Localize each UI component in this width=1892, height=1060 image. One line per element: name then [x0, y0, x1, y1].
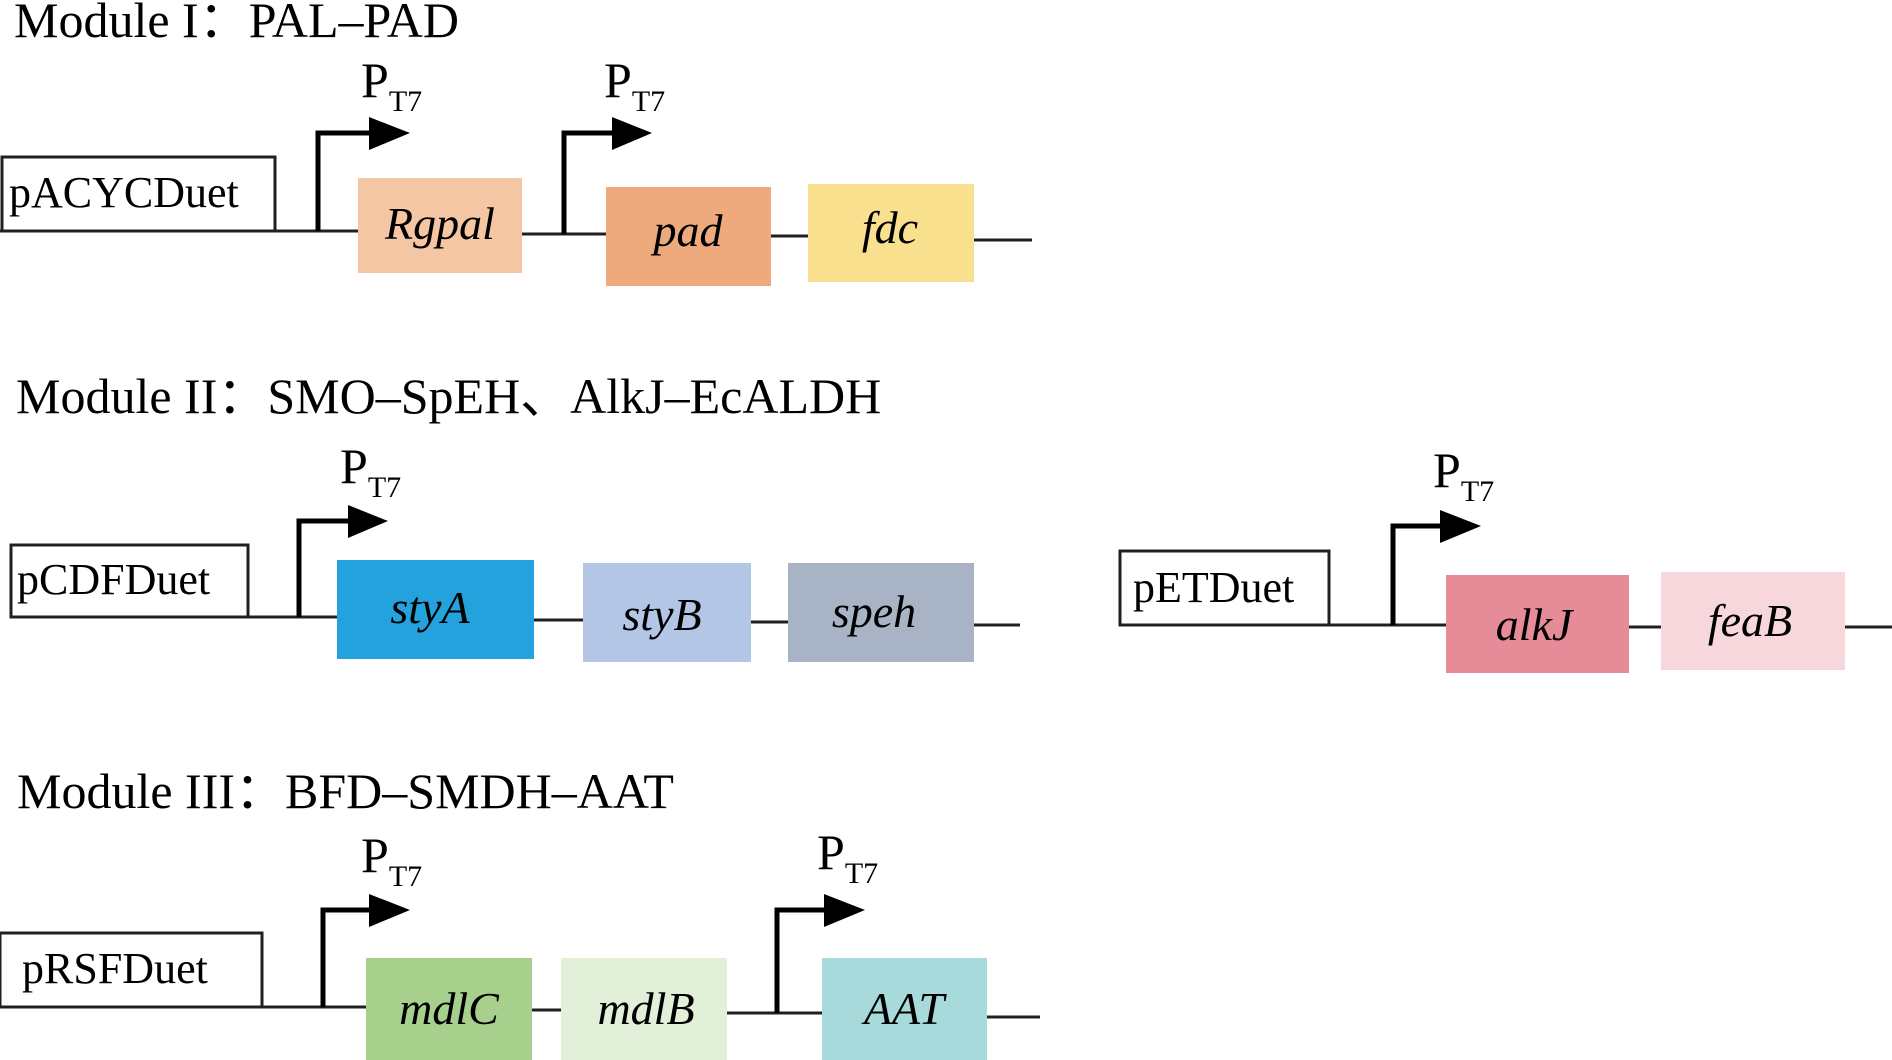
plasmid-box	[0, 931, 264, 1009]
gene-box	[808, 184, 974, 282]
promoter-arrow-head	[369, 894, 410, 927]
gene-alkj: alkJ	[1446, 575, 1629, 673]
gene-box	[606, 187, 771, 286]
promoter-label: PT7	[1433, 442, 1494, 508]
gene-label: speh	[832, 586, 916, 637]
promoter-label: PT7	[817, 824, 878, 890]
module-1-title: Module I：PAL–PAD	[14, 0, 459, 48]
gene-box	[788, 563, 974, 662]
gene-box	[561, 958, 727, 1060]
gene-mdlc: mdlC	[366, 958, 532, 1060]
plasmid-box	[9, 543, 250, 619]
plasmid-box	[1118, 549, 1331, 627]
promoter-arrow-line	[774, 907, 827, 1013]
gene-label: alkJ	[1496, 599, 1575, 650]
gene-rgpal: Rgpal	[358, 178, 522, 273]
promoter-label: PT7	[361, 52, 422, 118]
promoter-arrow-head	[612, 117, 652, 150]
gene-pad: pad	[606, 187, 771, 286]
gene-label: styB	[622, 589, 701, 640]
gene-box	[1446, 575, 1629, 673]
plasmid-label: pETDuet	[1133, 563, 1294, 612]
gene-mdlb: mdlB	[561, 958, 727, 1060]
gene-box	[822, 958, 987, 1060]
gene-fdc: fdc	[808, 184, 974, 282]
plasmid-label: pCDFDuet	[17, 555, 210, 604]
promoter-arrow-line	[315, 130, 372, 231]
promoter-arrow-line	[561, 130, 615, 234]
gene-label: mdlC	[399, 983, 500, 1034]
gene-box	[337, 560, 534, 659]
promoter-pt7: PT7	[1390, 442, 1494, 625]
plasmid-pcdfduet: pCDFDuet	[9, 543, 250, 619]
gene-label: pad	[651, 205, 724, 256]
promoter-label: PT7	[604, 52, 665, 118]
gene-speh: speh	[788, 563, 974, 662]
gene-feab: feaB	[1661, 572, 1845, 670]
promoter-arrow-head	[369, 117, 410, 150]
plasmid-petduet: pETDuet	[1118, 549, 1331, 627]
plasmid-box	[0, 155, 277, 233]
promoter-pt7: PT7	[561, 52, 665, 234]
promoter-arrow-head	[824, 894, 865, 927]
promoter-pt7: PT7	[774, 824, 878, 1013]
gene-box	[358, 178, 522, 273]
plasmid-label: pRSFDuet	[22, 944, 208, 993]
promoter-arrow-line	[296, 518, 351, 617]
module-2-title: Module II：SMO–SpEH、AlkJ–EcALDH	[16, 368, 881, 424]
gene-box	[366, 958, 532, 1060]
promoter-pt7: PT7	[296, 438, 401, 617]
gene-label: feaB	[1708, 595, 1792, 646]
module-3-title: Module III：BFD–SMDH–AAT	[17, 763, 674, 819]
gene-box	[583, 563, 751, 662]
plasmid-pacycduet: pACYCDuet	[0, 155, 277, 233]
gene-label: fdc	[862, 202, 918, 253]
gene-label: mdlB	[597, 983, 694, 1034]
plasmid-prsfduet: pRSFDuet	[0, 931, 264, 1009]
gene-label: styA	[390, 582, 470, 633]
promoter-pt7: PT7	[315, 52, 422, 231]
promoter-arrow-head	[1440, 510, 1481, 543]
gene-box	[1661, 572, 1845, 670]
promoter-arrow-line	[320, 907, 372, 1007]
promoter-label: PT7	[340, 438, 401, 504]
promoter-label: PT7	[361, 827, 422, 893]
gene-label: AAT	[861, 983, 947, 1034]
promoter-arrow-line	[1390, 523, 1443, 625]
gene-aat: AAT	[822, 958, 987, 1060]
gene-label: Rgpal	[384, 198, 495, 249]
gene-styb: styB	[583, 563, 751, 662]
promoter-pt7: PT7	[320, 827, 422, 1007]
gene-stya: styA	[337, 560, 534, 659]
plasmid-label: pACYCDuet	[9, 168, 239, 217]
promoter-arrow-head	[348, 505, 388, 538]
